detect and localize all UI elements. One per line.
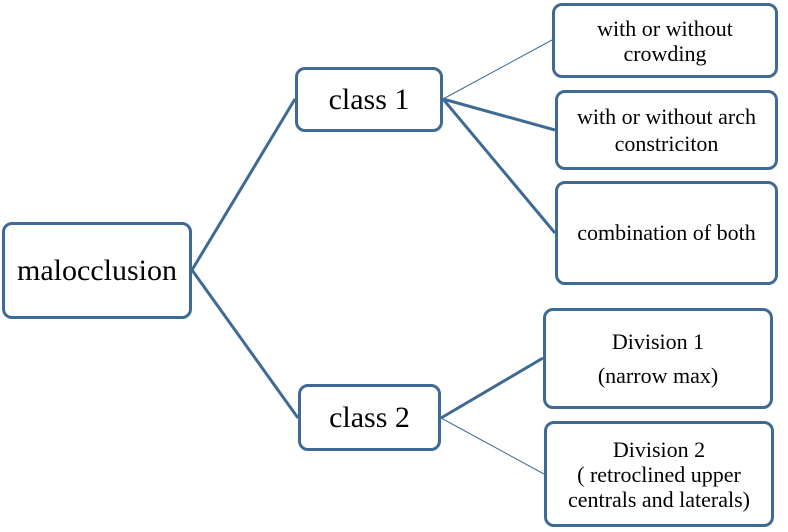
node-division-1-line-2: (narrow max)	[597, 362, 719, 388]
connector-class2-to-division2	[440, 417, 545, 475]
connector-root-to-class1	[190, 98, 297, 271]
connector-class1-to-crowding	[442, 39, 553, 100]
connector-root-to-class2	[190, 269, 300, 419]
node-malocclusion: malocclusion	[2, 222, 192, 319]
node-division-2-line-2: ( retroclined upper	[577, 461, 741, 487]
node-malocclusion-label: malocclusion	[17, 253, 177, 287]
node-class-1-label: class 1	[328, 82, 410, 116]
node-arch-constriction-line-2: constriciton	[614, 131, 719, 156]
node-combination: combination of both	[555, 181, 778, 285]
node-arch-constriction: with or without arch constriciton	[555, 90, 778, 170]
connector-class1-to-arch-constriction	[442, 97, 556, 132]
connector-class1-to-combination	[441, 98, 557, 234]
node-division-1-line-1: Division 1	[611, 328, 705, 354]
node-division-1: Division 1 (narrow max)	[543, 308, 773, 409]
node-crowding-line-2: crowding	[623, 40, 707, 66]
node-crowding-line-1: with or without	[597, 15, 733, 41]
node-class-1: class 1	[295, 67, 443, 132]
node-arch-constriction-line-1: with or without arch	[576, 104, 757, 129]
node-class-2-label: class 2	[329, 400, 410, 434]
node-division-2: Division 2 ( retroclined upper centrals …	[544, 421, 774, 527]
node-division-2-line-1: Division 2	[612, 436, 706, 462]
node-crowding: with or without crowding	[552, 3, 778, 78]
node-combination-line-1: combination of both	[577, 220, 756, 245]
connector-class2-to-division1	[440, 356, 544, 420]
node-class-2: class 2	[298, 384, 441, 451]
node-division-2-line-3: centrals and laterals)	[567, 486, 750, 512]
